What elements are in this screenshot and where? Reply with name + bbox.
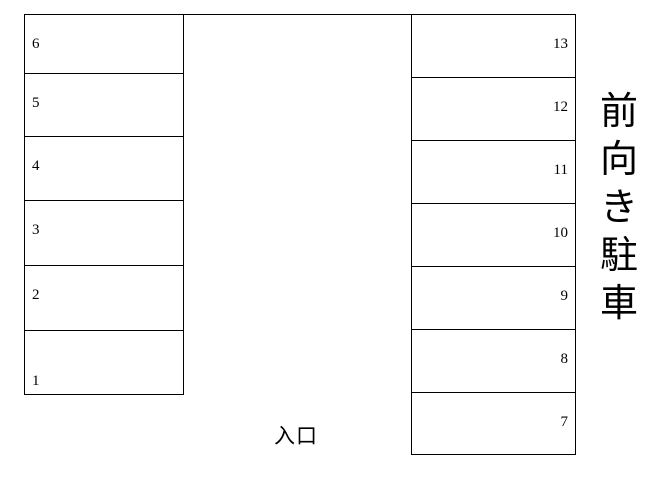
stall-number: 8 [560,351,569,367]
parking-stall[interactable]: 4 [25,137,183,201]
parking-stall[interactable]: 13 [412,15,575,78]
notice-char: き [599,187,638,229]
parking-stall[interactable]: 1 [25,331,183,394]
stall-number: 1 [32,373,40,389]
parking-stall[interactable]: 2 [25,266,183,331]
parking-stall[interactable]: 11 [412,141,575,204]
stall-number: 2 [32,287,40,303]
parking-stall[interactable]: 6 [25,15,183,74]
stall-number: 5 [32,95,40,111]
parking-stall[interactable]: 7 [412,393,575,454]
entrance-label: 入口 [274,424,318,448]
top-connector-line [184,14,412,15]
parking-stall[interactable]: 10 [412,204,575,267]
notice-char: 車 [599,283,638,325]
parking-stall[interactable]: 3 [25,201,183,266]
stall-number: 9 [560,288,569,304]
stall-number: 4 [32,158,40,174]
stall-number: 6 [32,36,40,52]
notice-char: 駐 [599,235,638,277]
left-parking-block: 6 5 4 3 2 1 [24,14,184,395]
stall-number: 13 [553,36,568,52]
forward-parking-notice: 前 向 き 駐 車 [595,88,643,328]
notice-char: 向 [599,139,638,181]
stall-number: 7 [560,414,569,430]
notice-char: 前 [599,91,638,133]
parking-stall[interactable]: 9 [412,267,575,330]
parking-stall[interactable]: 5 [25,74,183,137]
parking-stall[interactable]: 12 [412,78,575,141]
stall-number: 11 [553,162,568,178]
stall-number: 3 [32,222,40,238]
parking-stall[interactable]: 8 [412,330,575,393]
stall-number: 10 [553,225,568,241]
right-parking-block: 13 12 11 10 9 8 7 [411,14,576,455]
stall-number: 12 [553,99,568,115]
